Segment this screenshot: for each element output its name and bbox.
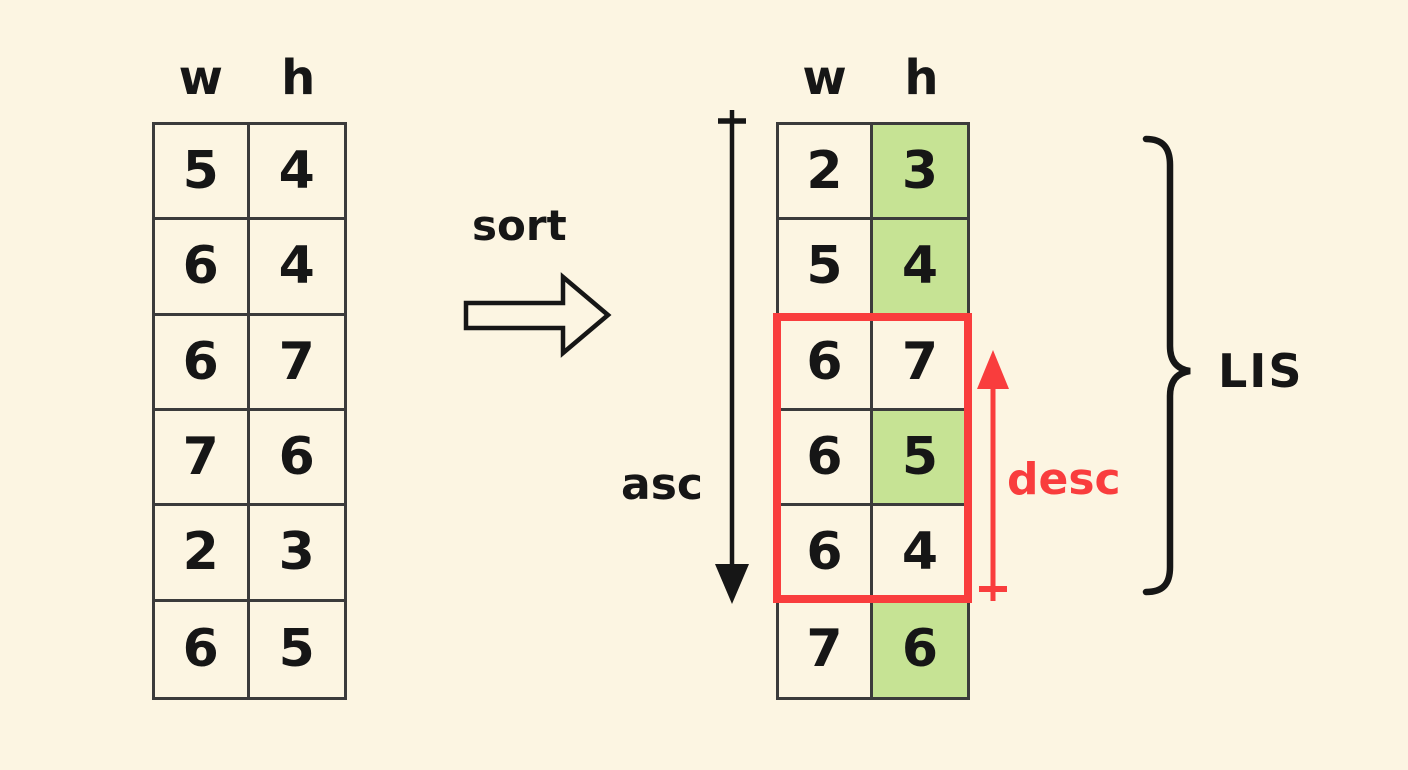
lis-brace-icon bbox=[1142, 135, 1191, 596]
table-cell: 6 bbox=[779, 506, 873, 602]
table-cell-highlighted: 3 bbox=[873, 125, 967, 221]
right-header-w: w bbox=[802, 50, 847, 106]
table-cell: 2 bbox=[779, 125, 873, 221]
sort-block-arrow-icon bbox=[463, 272, 612, 358]
table-cell: 5 bbox=[278, 619, 315, 680]
table-cell: 5 bbox=[155, 125, 250, 221]
table-cell-highlighted: 4 bbox=[873, 220, 967, 316]
table-cell: 6 bbox=[155, 315, 250, 411]
table-cell: 2 bbox=[155, 506, 250, 602]
table-cell: 4 bbox=[249, 125, 344, 221]
table-cell: 6 bbox=[155, 601, 250, 697]
sort-label: sort bbox=[472, 201, 567, 250]
table-cell-highlighted: 5 bbox=[873, 411, 967, 507]
table-cell: 6 bbox=[779, 315, 873, 411]
left-header-h: h bbox=[281, 50, 316, 106]
table-cell: 7 bbox=[873, 316, 967, 411]
lis-label: LIS bbox=[1218, 344, 1304, 398]
table-cell: 5 bbox=[779, 220, 873, 316]
table-cell-highlighted: 6 bbox=[873, 601, 967, 697]
desc-arrow-up-icon bbox=[977, 350, 1009, 601]
desc-label: desc bbox=[1007, 454, 1121, 505]
table-cell: 7 bbox=[249, 316, 344, 411]
table-cell: 6 bbox=[155, 220, 250, 316]
right-table-header: w h bbox=[776, 44, 970, 104]
asc-arrow-down-icon bbox=[715, 110, 749, 604]
table-cell: 6 bbox=[779, 411, 873, 507]
left-table: 5 4 6 4 6 7 7 6 2 3 6 5 bbox=[152, 122, 347, 700]
right-header-h: h bbox=[904, 50, 939, 106]
table-cell: 6 bbox=[249, 411, 344, 507]
asc-label: asc bbox=[621, 459, 703, 510]
left-header-w: w bbox=[178, 50, 223, 106]
table-cell: 4 bbox=[249, 220, 344, 316]
left-table-header: w h bbox=[152, 44, 347, 104]
table-cell: 4 bbox=[873, 506, 967, 602]
right-sorted-table: 2 3 5 4 6 7 6 5 6 4 7 6 bbox=[776, 122, 970, 700]
table-cell: 7 bbox=[779, 601, 873, 697]
table-cell: 7 bbox=[155, 411, 250, 507]
table-cell: 3 bbox=[249, 506, 344, 602]
